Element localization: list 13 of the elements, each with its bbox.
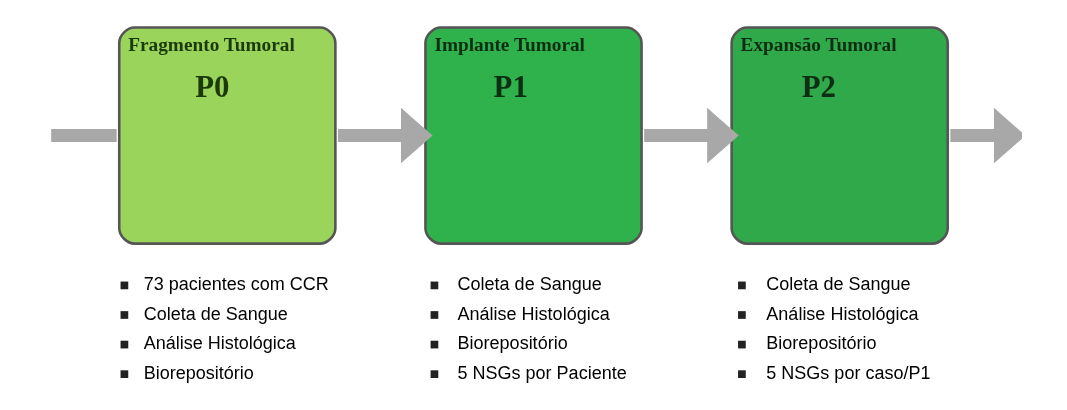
node-label: Biorepositório	[766, 333, 877, 354]
node-label: Coleta de Sangue	[457, 274, 602, 295]
node-label: Análise Histológica	[766, 303, 919, 324]
arrow	[644, 107, 739, 164]
node-label: Coleta de Sangue	[143, 303, 288, 324]
node-label: Coleta de Sangue	[766, 274, 911, 295]
arrow	[950, 107, 1022, 164]
node-label: 73 pacientes com CCR	[143, 274, 329, 295]
node-label: Biorepositório	[457, 333, 568, 354]
arrow	[337, 107, 433, 164]
node-label: Análise Histológica	[457, 303, 610, 324]
node-label: Análise Histológica	[143, 333, 296, 354]
connector	[51, 129, 117, 142]
